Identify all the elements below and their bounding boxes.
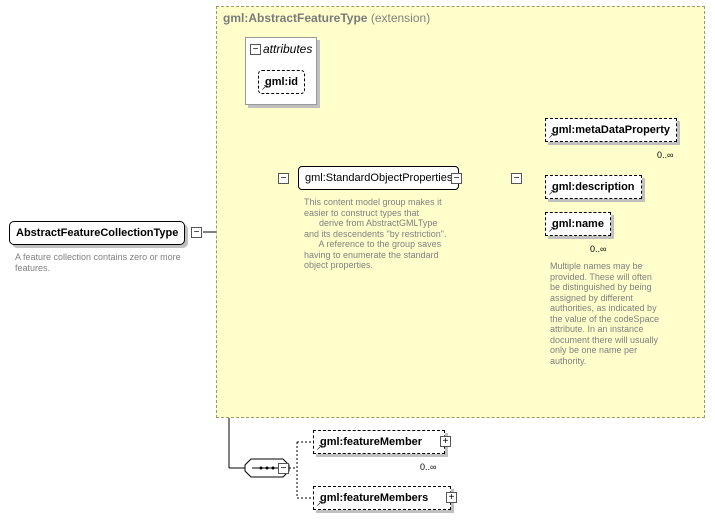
group-doc-line: easier to construct types that	[304, 207, 420, 218]
name-doc-line: be distinguished by being	[550, 282, 652, 292]
element-name-node[interactable]: gml:name ↗	[545, 212, 611, 236]
collapse-sequence-icon[interactable]: −	[511, 173, 522, 184]
name-doc-line: authorities, as indicated by	[550, 303, 657, 313]
element-name: gml:name	[552, 218, 604, 230]
expand-feature-member-icon[interactable]: +	[440, 436, 451, 447]
collapse-attributes-icon[interactable]: −	[250, 44, 261, 55]
element-metadata-property[interactable]: gml:metaDataProperty ↗	[545, 118, 677, 142]
root-type-name: AbstractFeatureCollectionType	[16, 227, 179, 239]
group-doc-line: having to enumerate the standard	[304, 249, 439, 260]
element-feature-members[interactable]: gml:featureMembers ↗	[313, 486, 452, 510]
collapse-sequence-icon[interactable]: −	[278, 173, 289, 184]
attributes-label: attributes	[263, 42, 313, 56]
group-doc-line: derive from AbstractGMLType	[304, 218, 438, 228]
name-doc-line: authority.	[550, 355, 587, 366]
group-doc-line: A reference to the group saves	[304, 239, 442, 249]
reference-arrow-icon: ↗	[548, 131, 555, 140]
feature-member-cardinality: 0..∞	[420, 462, 437, 472]
metadata-cardinality: 0..∞	[657, 150, 674, 160]
standard-object-properties-group[interactable]: gml:StandardObjectProperties	[298, 166, 460, 190]
group-doc-line: This content model group makes it	[304, 197, 442, 207]
collapse-sequence-icon[interactable]: −	[278, 463, 289, 474]
element-description[interactable]: gml:description ↗	[545, 175, 642, 199]
element-feature-member[interactable]: gml:featureMember ↗	[313, 430, 446, 454]
expand-feature-members-icon[interactable]: +	[446, 492, 457, 503]
name-doc-line: document there will usually	[550, 334, 659, 345]
name-doc-line: the value of the codeSpace	[550, 313, 660, 324]
name-doc-line: provided. These will often	[550, 271, 652, 282]
name-doc-line: Multiple names may be	[550, 261, 643, 271]
reference-arrow-icon: ↗	[548, 225, 555, 234]
group-name: gml:StandardObjectProperties	[305, 172, 453, 184]
attribute-gml-id[interactable]: gml:id ↗	[258, 70, 305, 94]
group-doc-line: and its descendents "by restriction".	[304, 228, 447, 239]
reference-arrow-icon: ↗	[316, 443, 323, 452]
extension-title: gml:AbstractFeatureType (extension)	[223, 11, 430, 25]
group-doc-line: object properties.	[304, 260, 374, 270]
reference-arrow-icon: ↗	[548, 188, 555, 197]
element-name: gml:metaDataProperty	[552, 124, 670, 136]
name-doc-line: assigned by different	[550, 292, 633, 303]
attribute-name: gml:id	[265, 76, 298, 88]
collapse-group-icon[interactable]: −	[451, 173, 462, 184]
name-cardinality: 0..∞	[590, 244, 607, 254]
reference-arrow-icon: ↗	[316, 499, 323, 508]
root-type-node[interactable]: AbstractFeatureCollectionType	[9, 221, 186, 245]
element-name: gml:featureMembers	[320, 492, 429, 504]
collapse-root-icon[interactable]: −	[191, 227, 202, 238]
extension-label: (extension)	[370, 11, 431, 25]
root-doc: A feature collection contains zero or mo…	[15, 252, 181, 273]
reference-arrow-icon: ↗	[261, 83, 268, 92]
element-name: gml:featureMember	[320, 436, 423, 448]
extension-base-name: gml:AbstractFeatureType	[223, 11, 368, 25]
element-name: gml:description	[552, 181, 635, 193]
name-doc-line: attribute. In an instance	[550, 324, 644, 334]
name-doc-line: only be one name per	[550, 345, 638, 355]
